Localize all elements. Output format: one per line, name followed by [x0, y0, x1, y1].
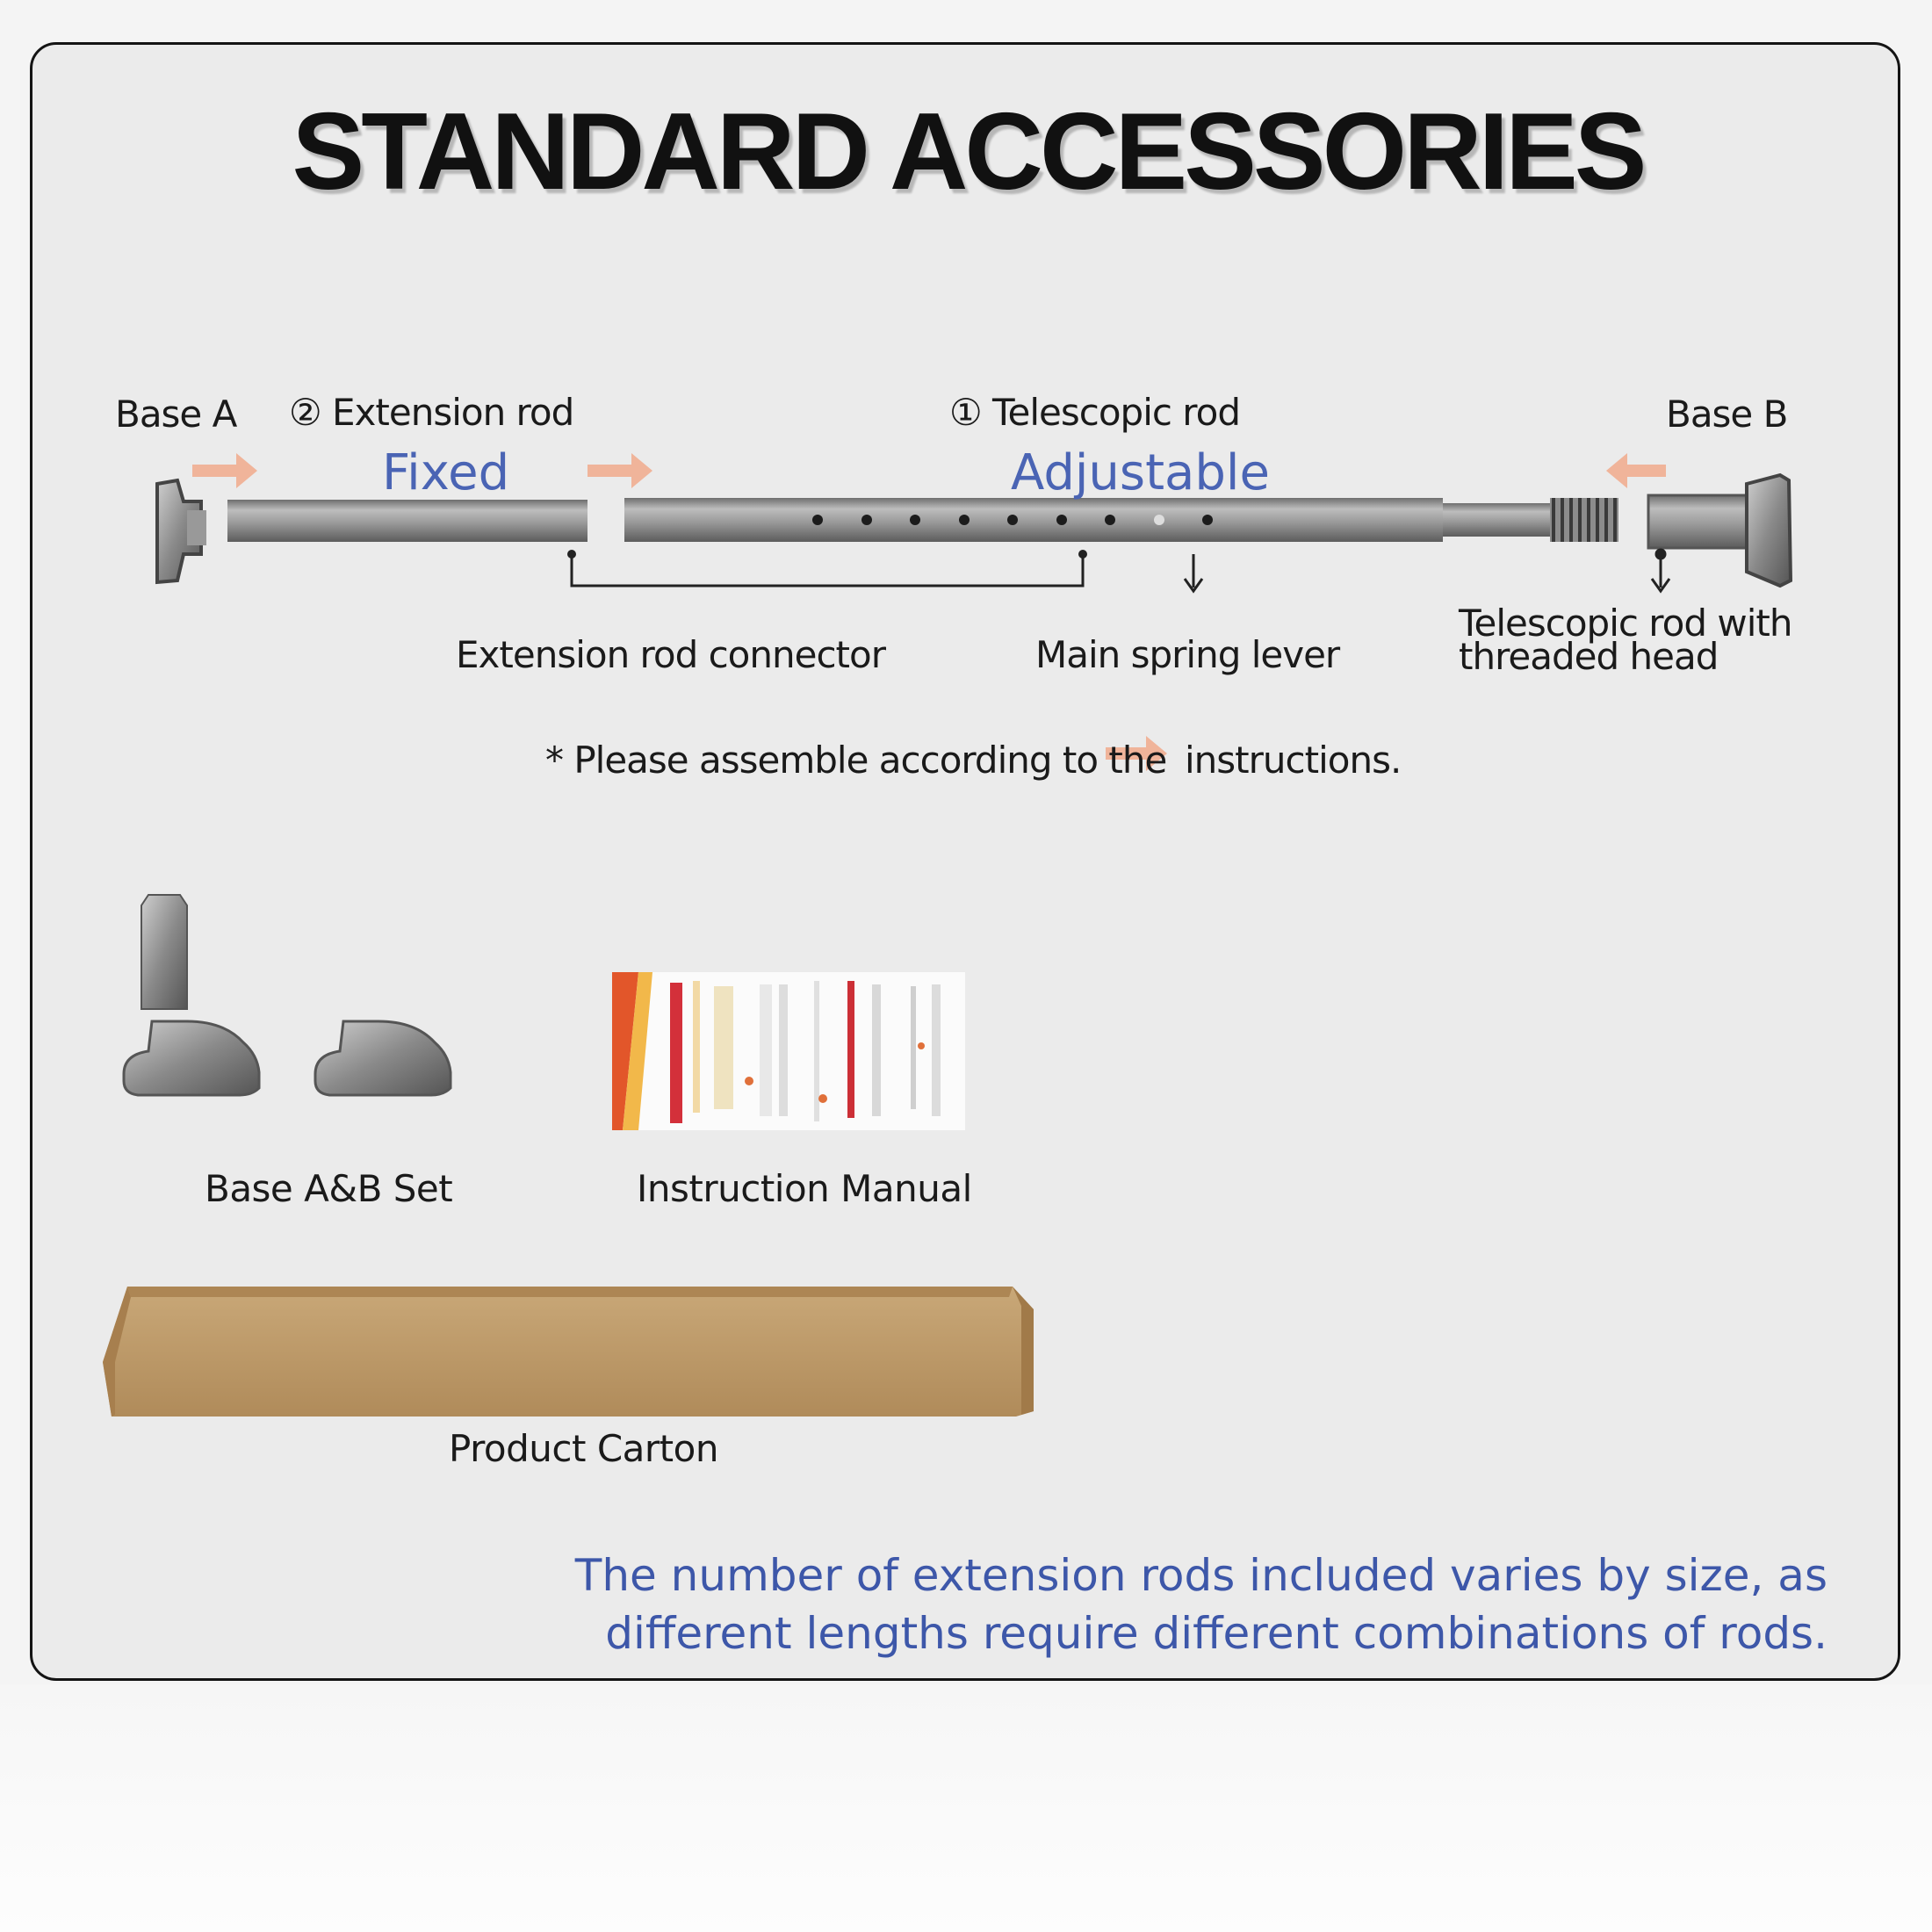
assembly-illustration [103, 453, 1793, 1417]
bottom-background [0, 1684, 1932, 1932]
telescopic-rod-label: ① Telescopic rod [949, 391, 1241, 434]
extension-rod-icon [227, 500, 588, 542]
main-spring-lever-label: Main spring lever [1035, 633, 1340, 676]
base-set-caption: Base A&B Set [205, 1167, 453, 1210]
fixed-label: Fixed [382, 444, 510, 501]
instruction-manual-icon [612, 972, 965, 1130]
base-b-cap-icon [1647, 472, 1793, 588]
adjustable-label: Adjustable [1011, 444, 1270, 501]
arrow-left-icon [1606, 453, 1666, 488]
base-b-label: Base B [1666, 393, 1788, 436]
assemble-note-prefix: * Please assemble according to the [545, 739, 1167, 782]
extension-rod-label: ② Extension rod [289, 391, 574, 434]
connector-bracket [570, 554, 1085, 588]
extension-rod-connector-label: Extension rod connector [456, 633, 886, 676]
page-title: STANDARD ACCESSORIES [292, 91, 1647, 213]
arrow-right-icon [588, 453, 652, 488]
product-carton-caption: Product Carton [449, 1427, 718, 1470]
base-a-label: Base A [115, 393, 237, 436]
threaded-head-icon [1550, 498, 1618, 542]
direction-arrows [192, 453, 1666, 771]
threaded-head-pointer [1650, 548, 1671, 594]
spring-lever-pointer [1183, 554, 1204, 594]
arrow-right-icon [192, 453, 257, 488]
adjustment-holes [812, 515, 1213, 525]
extension-rod-quantity-note: The number of extension rods included va… [574, 1550, 1827, 1659]
instruction-manual-caption: Instruction Manual [637, 1167, 972, 1210]
base-set-icon [122, 894, 452, 1097]
assemble-note-suffix: instructions. [1185, 739, 1402, 782]
base-a-cap-icon [155, 478, 206, 585]
accessories-panel: STANDARD ACCESSORIES [30, 42, 1900, 1681]
telescopic-rod-icon [624, 498, 1443, 542]
product-carton-icon [103, 1287, 1034, 1417]
arrow-right-icon [1106, 736, 1167, 771]
threaded-head-label: Telescopic rod with threaded head [1459, 602, 1792, 678]
